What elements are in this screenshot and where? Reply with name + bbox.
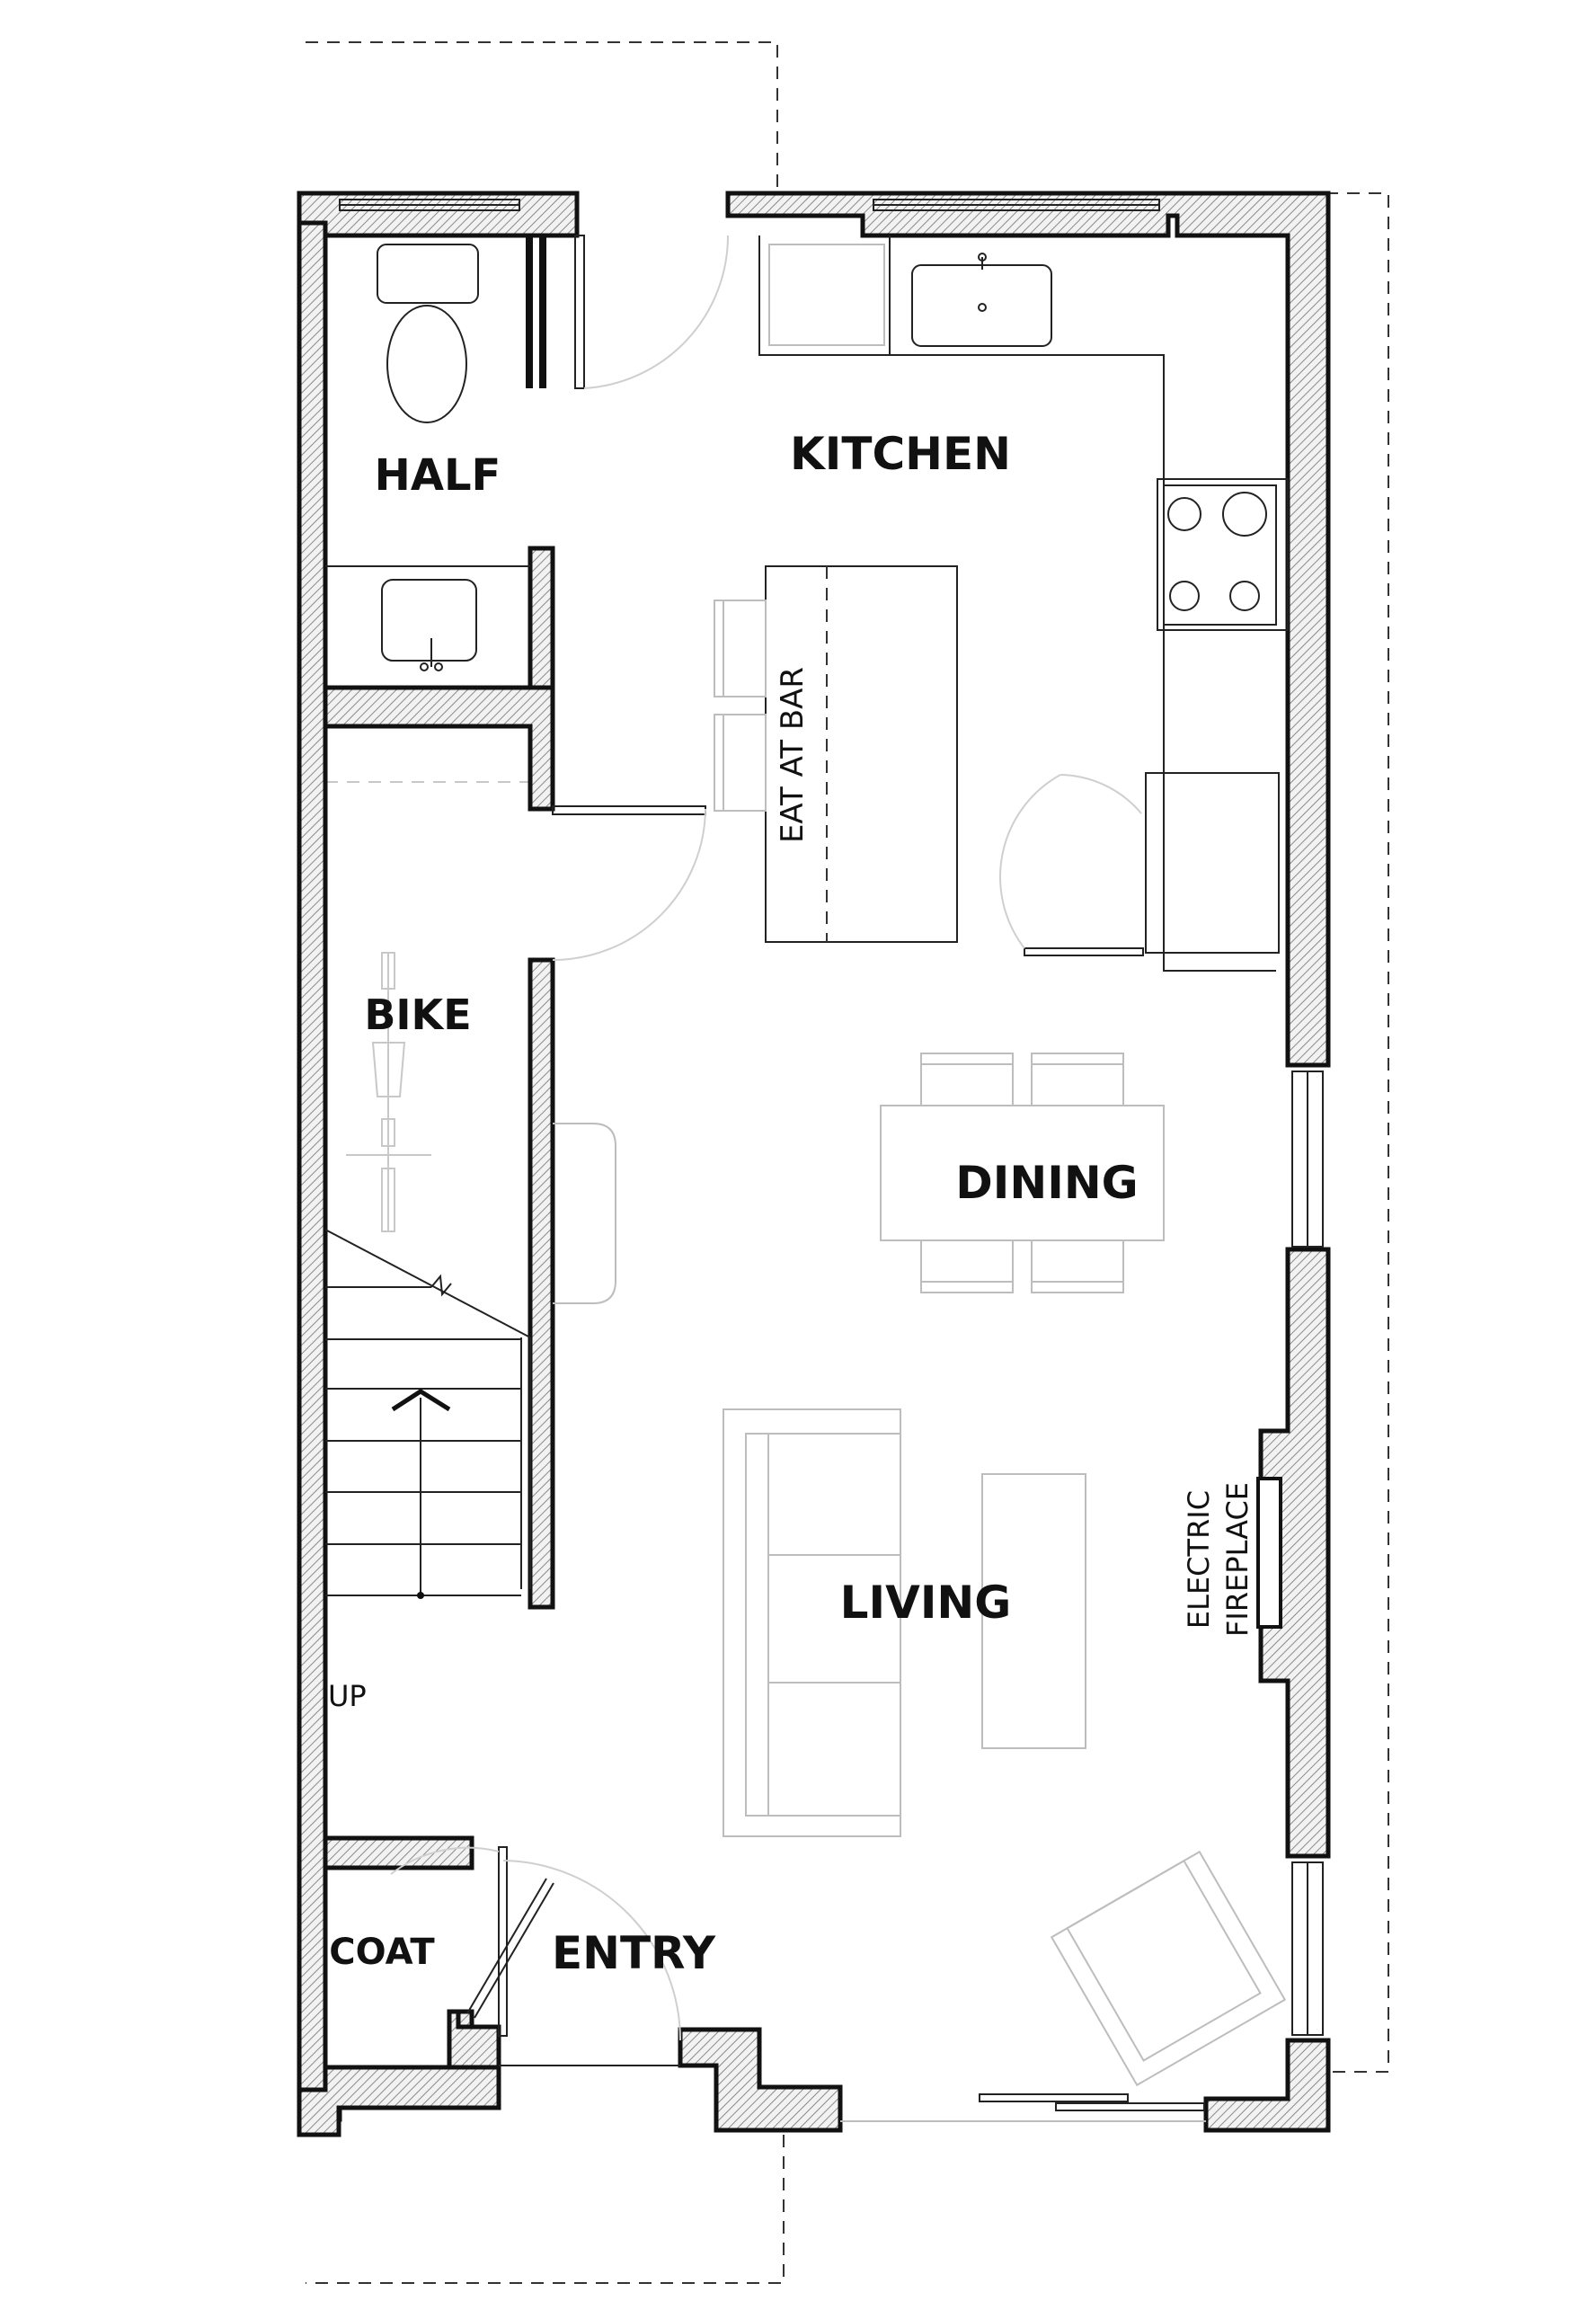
fireplace-label-line2: FIREPLACE (1220, 1482, 1255, 1637)
pantry-icon (1145, 772, 1280, 954)
half-bath-fixtures (325, 244, 530, 671)
dining-furniture (880, 1053, 1165, 1293)
stair-arrow-icon (391, 1389, 451, 1412)
interior-walls (323, 235, 555, 1870)
exterior-walls (297, 191, 1331, 2137)
dashed-outline (306, 41, 1389, 2284)
bath-sink-icon (381, 579, 477, 662)
room-label-living: LIVING (840, 1577, 1012, 1629)
bike-icon (346, 952, 431, 1232)
toilet-bowl-icon (386, 305, 467, 423)
range-icon (1157, 478, 1289, 631)
room-label-half: HALF (375, 450, 501, 501)
kitchen-fixtures (714, 235, 1289, 972)
stair-up-label: UP (328, 1679, 367, 1713)
fireplace-label-line1: ELECTRIC (1182, 1490, 1216, 1629)
fireplace-icon (1256, 1477, 1282, 1629)
stairs (324, 1123, 616, 1599)
windows (339, 199, 1324, 2036)
toilet-tank-icon (377, 244, 479, 304)
room-label-dining: DINING (955, 1157, 1138, 1209)
doors (390, 235, 1206, 2122)
room-label-bike: BIKE (364, 991, 471, 1039)
room-label-kitchen: KITCHEN (790, 428, 1011, 480)
labels: HALF KITCHEN BIKE DINING LIVING COAT ENT… (328, 428, 1255, 1979)
eat-at-bar-label: EAT AT BAR (775, 667, 811, 843)
room-label-entry: ENTRY (552, 1927, 716, 1979)
room-label-coat: COAT (329, 1932, 435, 1973)
kitchen-sink-icon (911, 264, 1052, 347)
living-furniture (723, 1408, 1287, 2087)
